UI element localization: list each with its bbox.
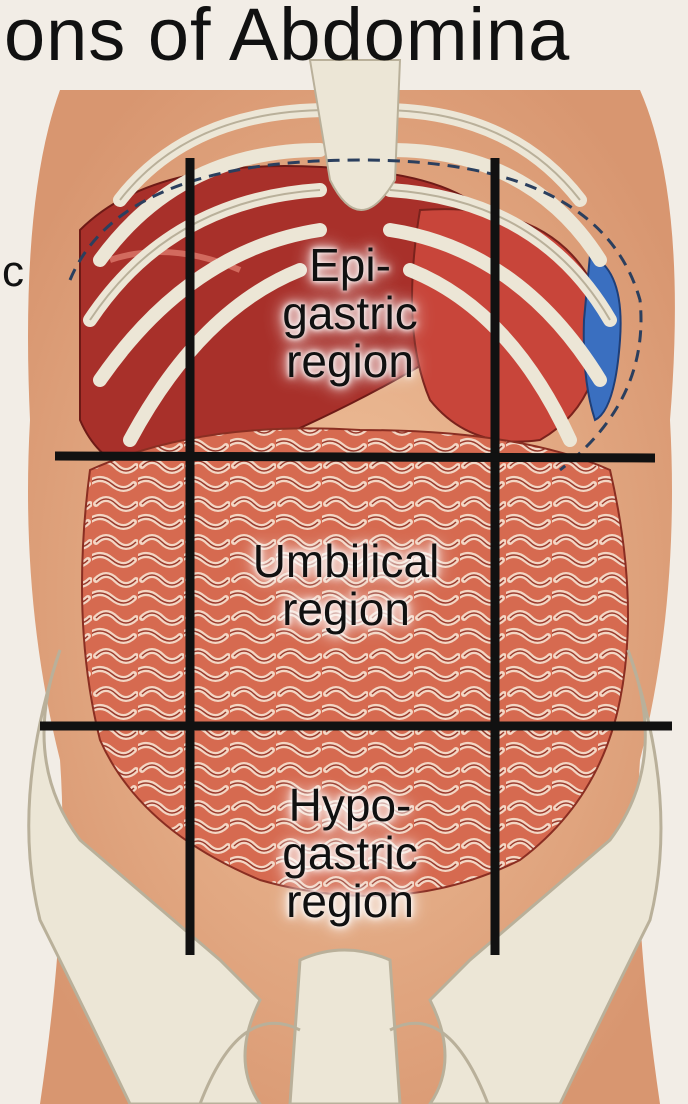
page-title: ons of Abdomina [4, 0, 570, 75]
hypogastric-line-1: Hypo- [210, 782, 490, 830]
umbilical-line-1: Umbilical [196, 538, 496, 586]
epigastric-line-1: Epi- [220, 242, 480, 290]
epigastric-line-3: region [220, 338, 480, 386]
hypogastric-region-label: Hypo- gastric region [210, 782, 490, 925]
epigastric-line-2: gastric [220, 290, 480, 338]
umbilical-line-2: region [196, 586, 496, 634]
umbilical-region-label: Umbilical region [196, 538, 496, 634]
cropped-region-label: c [2, 250, 24, 294]
epigastric-region-label: Epi- gastric region [220, 242, 480, 385]
hypogastric-line-2: gastric [210, 830, 490, 878]
hypogastric-line-3: region [210, 878, 490, 926]
upper-horizontal-line [55, 456, 655, 458]
